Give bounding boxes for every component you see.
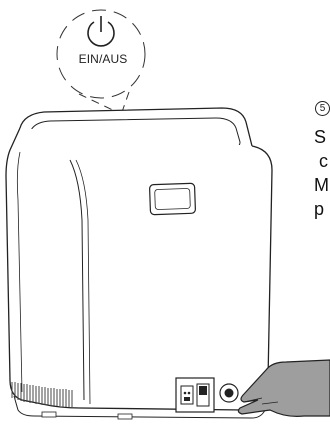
instruction-line-4: p: [314, 197, 329, 221]
instruction-line-2: c: [314, 149, 329, 173]
instruction-text: S c M p: [314, 125, 329, 221]
step-number-badge: 5: [315, 101, 330, 116]
power-panel: [176, 378, 214, 412]
power-label: EIN/AUS: [66, 52, 140, 66]
power-knob: [220, 384, 238, 402]
instruction-line-3: M: [314, 173, 329, 197]
power-icon: [88, 16, 114, 46]
device-body: [6, 108, 272, 419]
power-socket-icon: [181, 386, 193, 404]
instruction-line-1: S: [314, 125, 329, 149]
rocker-switch-icon: [197, 384, 209, 406]
